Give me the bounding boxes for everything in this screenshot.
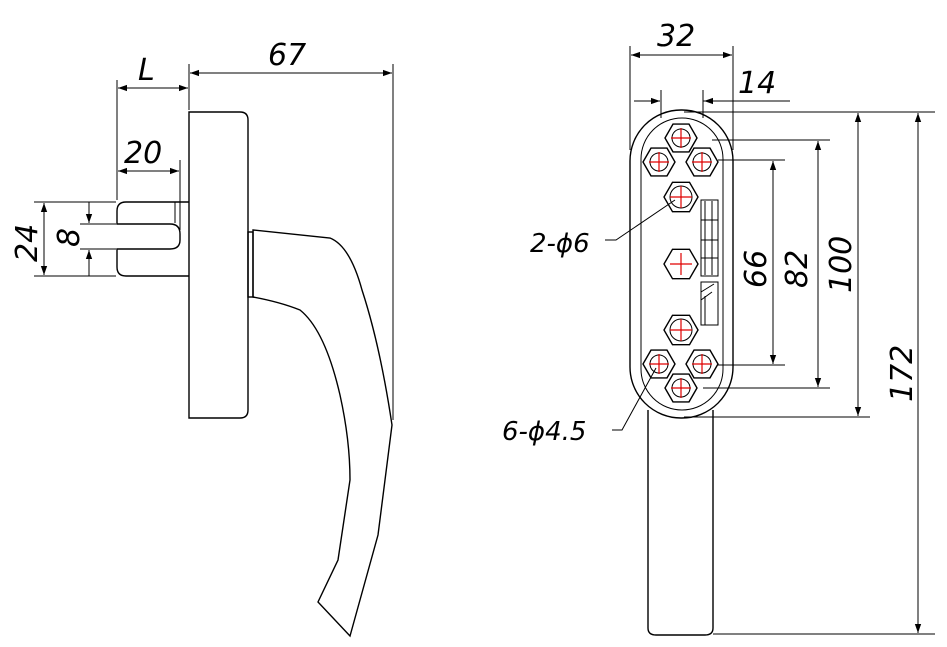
front-base-plate [629, 109, 734, 419]
dim-label-82: 82 [780, 250, 815, 288]
callout-large-holes: 2-ϕ6 [530, 229, 590, 259]
dim-label-8: 8 [52, 228, 87, 247]
small-hole [664, 123, 698, 153]
front-lever-outline [647, 410, 714, 636]
handle-neck [247, 231, 254, 298]
leader-large-holes [605, 199, 676, 241]
large-hole [663, 314, 699, 346]
handle-lever-profile [252, 229, 393, 638]
dim-label-32: 32 [657, 19, 695, 54]
small-hole [685, 349, 719, 379]
side-view: L 67 20 24 8 [10, 38, 394, 638]
dim-label-24: 24 [10, 224, 45, 262]
front-base-plate-inner [640, 117, 724, 411]
lock-mechanism [700, 199, 719, 326]
leader-small-holes [612, 367, 657, 431]
small-hole [642, 349, 676, 379]
front-view: 32 14 66 82 100 172 2-ϕ6 6-ϕ4.5 [502, 19, 935, 636]
dim-label-20: 20 [124, 136, 162, 171]
dim-label-14: 14 [738, 66, 776, 101]
base-plate-profile [188, 111, 249, 419]
dim-label-67: 67 [268, 38, 306, 73]
spindle-center-hole [663, 248, 699, 280]
dim-label-100: 100 [824, 236, 859, 293]
small-hole [642, 147, 676, 177]
spindle-profile [116, 201, 189, 277]
dim-label-66: 66 [739, 250, 774, 288]
dim-label-L: L [138, 53, 155, 88]
dim-label-172: 172 [885, 345, 920, 402]
large-hole [663, 181, 699, 213]
small-hole [685, 147, 719, 177]
small-hole [664, 373, 698, 403]
callout-small-holes: 6-ϕ4.5 [502, 417, 586, 447]
